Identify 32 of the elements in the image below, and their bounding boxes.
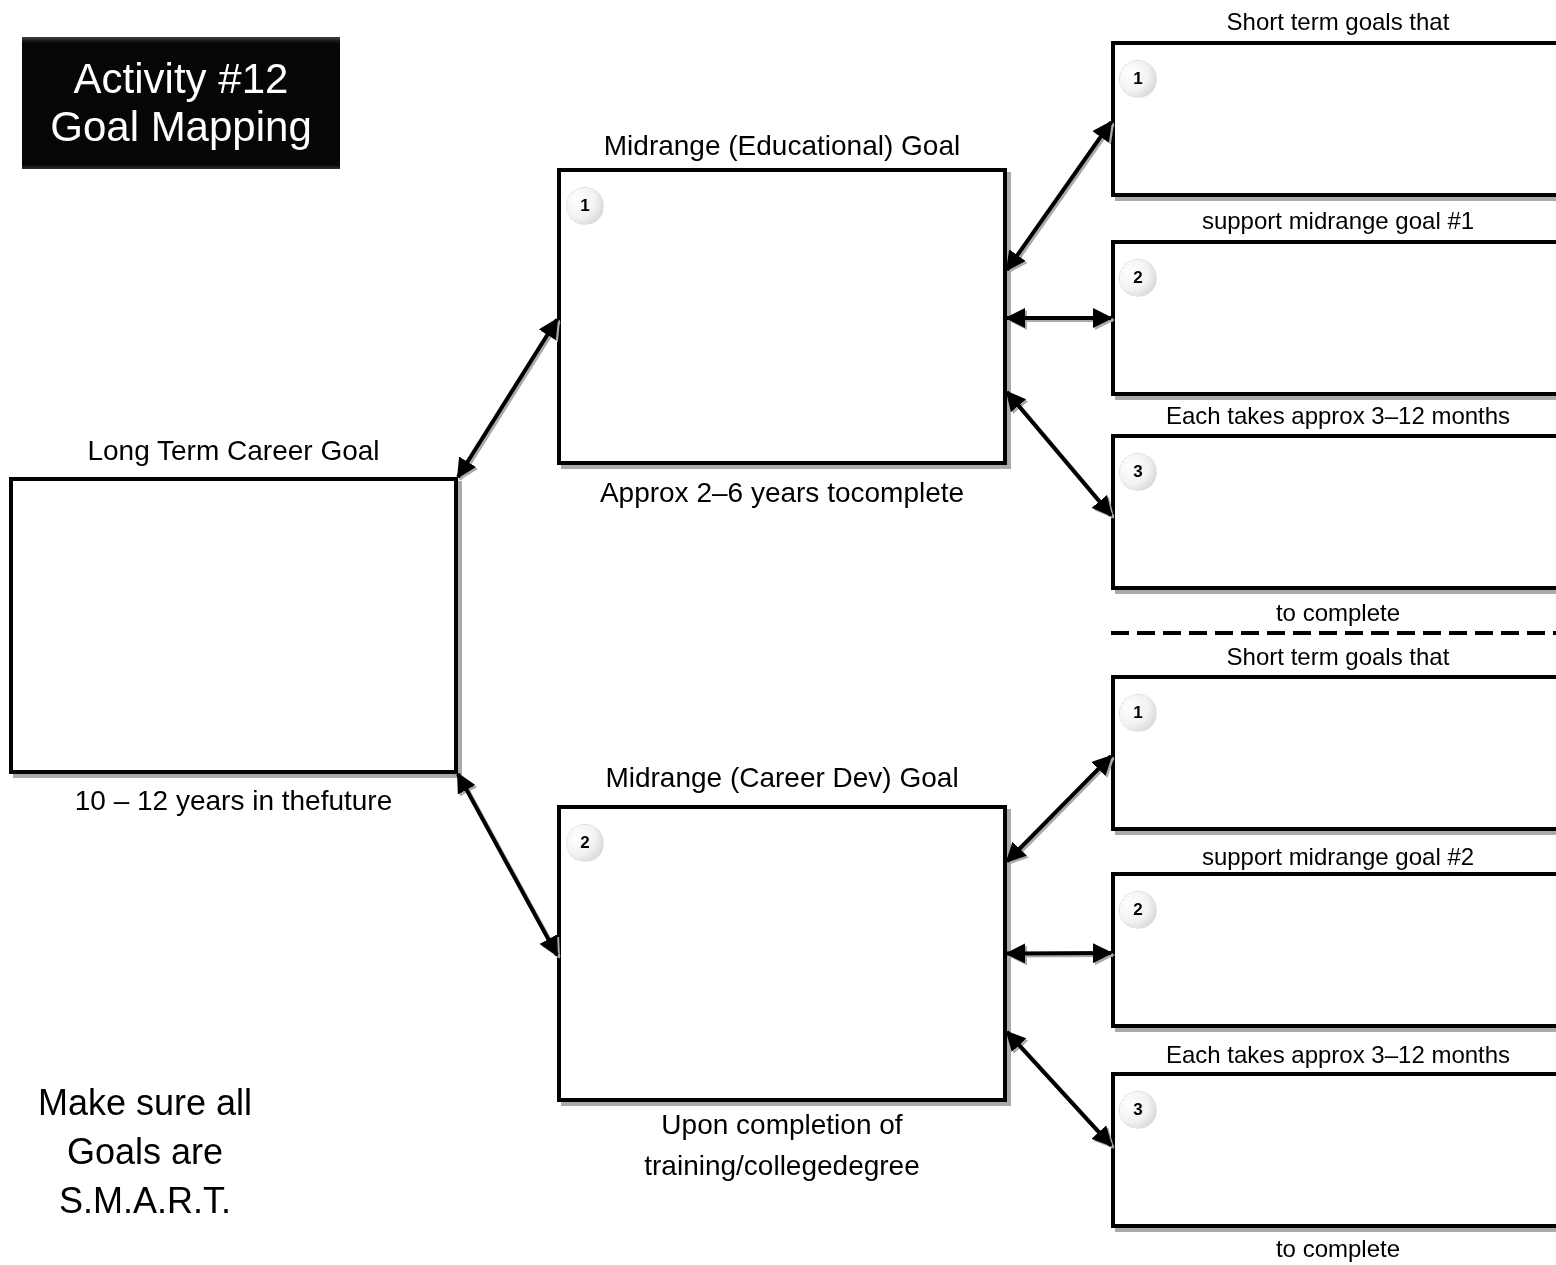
title-banner: Activity #12 Goal Mapping (22, 37, 340, 169)
annotation-text: Short term goals that (1225, 8, 1451, 36)
double-arrow (1005, 943, 1113, 964)
box-caption: Upon completion of training/collegedegree (643, 1108, 921, 1183)
annotation-text: support midrange goal #2 (1200, 843, 1476, 871)
double-arrow (1005, 390, 1113, 517)
double-arrow (456, 772, 559, 957)
box-heading: Midrange (Educational) Goal (602, 130, 962, 162)
number-badge: 1 (1119, 60, 1157, 98)
annotation-text: to complete (1274, 1235, 1402, 1263)
double-arrow (1005, 1030, 1113, 1147)
annotation-text: Each takes approx 3–12 months (1164, 1041, 1512, 1069)
double-arrow (1005, 120, 1113, 272)
double-arrow (1005, 308, 1113, 328)
annotation-text: support midrange goal #1 (1200, 207, 1476, 235)
annotation-text: to complete (1274, 599, 1402, 627)
number-badge: 2 (1119, 891, 1157, 929)
number-badge: 2 (566, 824, 604, 862)
double-arrow (456, 317, 559, 479)
number-badge: 3 (1119, 453, 1157, 491)
box-heading: Midrange (Career Dev) Goal (604, 762, 960, 794)
number-badge: 1 (1119, 694, 1157, 732)
box-caption: 10 – 12 years in thefuture (73, 784, 394, 818)
double-arrow (1005, 754, 1113, 863)
box-caption: Approx 2–6 years tocomplete (598, 476, 966, 510)
number-badge: 1 (566, 187, 604, 225)
annotation-text: Make sure all Goals are S.M.A.R.T. (36, 1081, 254, 1223)
annotation-text: Short term goals that (1225, 643, 1451, 671)
box-heading: Long Term Career Goal (86, 435, 381, 467)
annotation-text: Each takes approx 3–12 months (1164, 402, 1512, 430)
number-badge: 3 (1119, 1091, 1157, 1129)
number-badge: 2 (1119, 259, 1157, 297)
